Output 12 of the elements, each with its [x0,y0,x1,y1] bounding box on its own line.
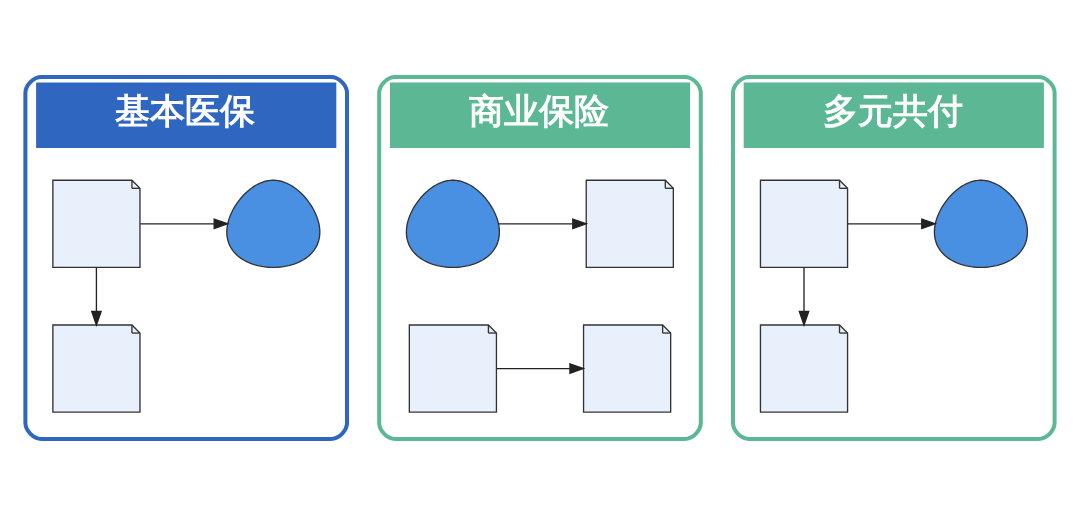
node-person [226,179,321,268]
node-person [933,179,1029,268]
arrow [90,266,103,327]
arrow [847,217,938,229]
cluster: 商业保险 [377,74,703,441]
cluster: 基本医保 [23,74,350,441]
arrow [497,217,589,229]
node-person [405,179,501,268]
arrow [496,362,586,374]
cluster: 多元共付 [730,74,1057,441]
arrow [798,266,810,327]
arrow [139,217,230,229]
